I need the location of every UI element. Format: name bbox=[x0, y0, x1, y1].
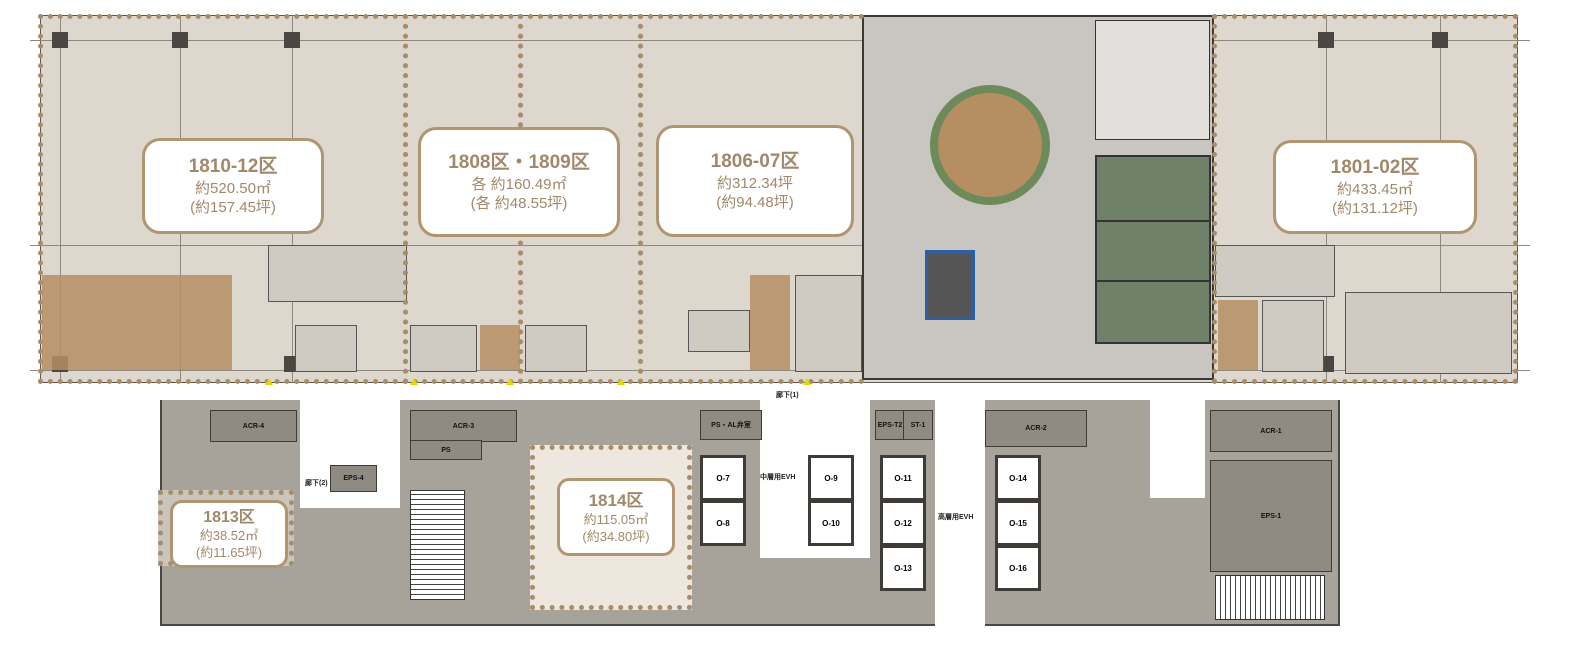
conference-room-2 bbox=[1095, 220, 1211, 284]
room-ps-al: PS・AL弁室 bbox=[700, 410, 762, 440]
room-acr-4: ACR-4 bbox=[210, 410, 297, 442]
booth-area bbox=[1095, 20, 1210, 140]
elevator-o-15: O-15 bbox=[995, 500, 1041, 546]
room-acr-1: ACR-1 bbox=[1210, 410, 1332, 452]
section-title: 1806-07区 bbox=[710, 151, 800, 172]
meeting-room bbox=[1262, 300, 1324, 372]
lounge-area bbox=[1345, 292, 1512, 374]
lounge-area bbox=[42, 275, 232, 370]
corridor-2-label: 廊下(2) bbox=[305, 480, 328, 487]
column bbox=[284, 32, 300, 48]
section-border-1801-02 bbox=[1212, 14, 1518, 384]
section-label-1801-02: 1801-02区 約433.45㎡ (約131.12坪) bbox=[1273, 140, 1477, 234]
column bbox=[52, 32, 68, 48]
meeting-room bbox=[1215, 245, 1335, 297]
column bbox=[1318, 32, 1334, 48]
section-area-tsubo: (約157.45坪) bbox=[190, 199, 276, 216]
stairs bbox=[410, 490, 465, 600]
exit-marker bbox=[617, 378, 625, 385]
section-area-tsubo: (約11.65坪) bbox=[195, 544, 263, 560]
stairs bbox=[1215, 575, 1325, 620]
section-title: 1801-02区 bbox=[1330, 157, 1420, 178]
section-title: 1813区 bbox=[203, 508, 255, 526]
room-eps-4: EPS-4 bbox=[330, 465, 377, 492]
section-title: 1814区 bbox=[588, 490, 644, 510]
elevator-o-8: O-8 bbox=[700, 500, 746, 546]
room-st-1: ST-1 bbox=[903, 410, 933, 440]
section-area-m2: 約433.45㎡ bbox=[1337, 181, 1413, 198]
column bbox=[172, 32, 188, 48]
grid-line bbox=[30, 370, 1530, 371]
section-area-m2: 約115.05㎡ bbox=[583, 511, 649, 527]
corridor-center-2 bbox=[935, 398, 985, 626]
corridor-right bbox=[1150, 398, 1205, 498]
elevator-o-7: O-7 bbox=[700, 455, 746, 501]
section-area-m2: 約38.52㎡ bbox=[199, 527, 259, 543]
reception-area bbox=[1218, 300, 1258, 370]
section-label-1810-12: 1810-12区 約520.50㎡ (約157.45坪) bbox=[142, 138, 324, 234]
elevator-o-14: O-14 bbox=[995, 455, 1041, 501]
long-table bbox=[925, 250, 975, 320]
section-label-1806-07: 1806-07区 約312.34坪 (約94.48坪) bbox=[656, 125, 854, 237]
meeting-room bbox=[268, 245, 407, 302]
section-area-m2: 約312.34坪 bbox=[717, 175, 793, 192]
meeting-room bbox=[795, 275, 862, 372]
round-lounge-table bbox=[930, 85, 1050, 205]
conference-room-3 bbox=[1095, 280, 1211, 344]
corridor bbox=[40, 385, 1520, 400]
section-border-1806-07 bbox=[638, 14, 864, 384]
exit-marker bbox=[803, 378, 811, 385]
grid-line bbox=[30, 40, 1530, 41]
section-area-tsubo: (約34.80坪) bbox=[582, 528, 650, 544]
column bbox=[1432, 32, 1448, 48]
room-ps: PS bbox=[410, 440, 482, 460]
room-acr-3: ACR-3 bbox=[410, 410, 517, 442]
meeting-room bbox=[688, 310, 750, 352]
meeting-room bbox=[525, 325, 587, 372]
section-title: 1808区・1809区 bbox=[448, 152, 590, 173]
elevator-o-12: O-12 bbox=[880, 500, 926, 546]
grid-line bbox=[30, 245, 1530, 246]
elevator-o-11: O-11 bbox=[880, 455, 926, 501]
section-area-tsubo: (約94.48坪) bbox=[716, 194, 794, 211]
meeting-room bbox=[295, 325, 357, 372]
conference-room-1 bbox=[1095, 155, 1211, 224]
room-eps-t2: EPS-T2 bbox=[875, 410, 905, 440]
elevator-o-10: O-10 bbox=[808, 500, 854, 546]
section-area-m2: 各 約160.49㎡ bbox=[471, 176, 567, 193]
section-area-tsubo: (約131.12坪) bbox=[1332, 200, 1418, 217]
elevator-o-9: O-9 bbox=[808, 455, 854, 501]
grid-line bbox=[60, 15, 61, 383]
section-label-1808-1809: 1808区・1809区 各 約160.49㎡ (各 約48.55坪) bbox=[418, 127, 620, 237]
section-area-tsubo: (各 約48.55坪) bbox=[470, 195, 568, 212]
corridor-1-label: 廊下(1) bbox=[776, 392, 799, 399]
elevator-o-13: O-13 bbox=[880, 545, 926, 591]
reception-area bbox=[750, 275, 790, 370]
exit-marker bbox=[265, 378, 273, 385]
section-area-m2: 約520.50㎡ bbox=[195, 180, 271, 197]
elevator-o-16: O-16 bbox=[995, 545, 1041, 591]
room-acr-2: ACR-2 bbox=[985, 410, 1087, 447]
mid-evh-label: 中層用EVH bbox=[760, 474, 796, 481]
section-label-1814: 1814区 約115.05㎡ (約34.80坪) bbox=[557, 478, 675, 556]
exit-marker bbox=[506, 378, 514, 385]
section-title: 1810-12区 bbox=[188, 156, 278, 177]
high-evh-label: 高層用EVH bbox=[938, 514, 974, 521]
exit-marker bbox=[410, 378, 418, 385]
meeting-room bbox=[410, 325, 477, 372]
room-eps-1: EPS-1 bbox=[1210, 460, 1332, 572]
section-label-1813: 1813区 約38.52㎡ (約11.65坪) bbox=[170, 500, 288, 568]
reception-area bbox=[480, 325, 520, 370]
